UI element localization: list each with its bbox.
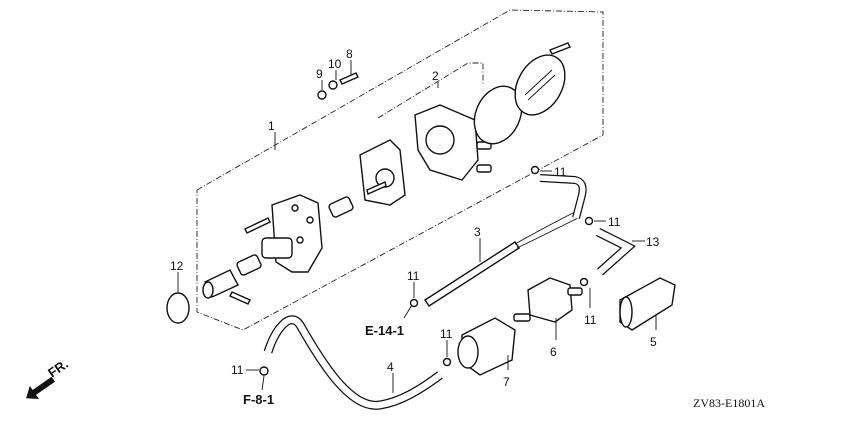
leader-lines [177,60,657,393]
callout-8: 8 [346,47,353,61]
fuel-tube-part[interactable] [424,211,579,307]
callout-4: 4 [387,360,394,374]
bolt-part[interactable] [244,217,271,234]
callout-12: 12 [170,259,184,273]
fuel-hose-part[interactable] [263,315,443,410]
fuel-filter-part[interactable] [513,277,583,323]
callout-13: 13 [646,235,660,249]
front-direction-label: FR. [45,356,71,380]
strainer-part[interactable] [457,317,516,376]
gasket-part[interactable] [465,79,530,152]
washer-part[interactable] [317,90,327,100]
spring-part[interactable] [236,254,262,276]
callout-11: 11 [554,165,567,179]
callout-9: 9 [316,67,323,81]
callout-5: 5 [650,335,657,349]
callout-11: 11 [440,327,453,341]
diaphragm-part[interactable] [359,139,406,206]
callout-11: 11 [407,269,420,283]
callout-2: 2 [432,69,439,83]
hose-clip-part[interactable] [259,366,269,376]
hose-clip-part[interactable] [409,298,419,308]
front-direction-arrow-icon [26,376,55,400]
cover-part[interactable] [505,46,575,123]
o-ring-part[interactable] [166,292,190,324]
plunger-part[interactable] [202,269,239,299]
washer-part[interactable] [328,80,338,90]
callout-7: 7 [503,375,510,389]
reference-e-14-1[interactable]: E-14-1 [365,323,404,338]
hose-part[interactable] [595,227,636,276]
callout-6: 6 [550,345,557,359]
pump-housing-part[interactable] [414,104,492,181]
screw-part[interactable] [549,42,571,55]
reference-f-8-1[interactable]: F-8-1 [243,392,274,407]
callout-11: 11 [584,313,597,327]
bolt-part[interactable] [339,72,359,85]
callout-11: 11 [231,363,244,377]
callout-10: 10 [328,57,342,71]
pump-body-part[interactable] [261,194,323,273]
bent-hose-part[interactable] [539,174,587,220]
subassembly-outline [377,62,484,119]
hose-clip-part[interactable] [584,216,594,226]
filter-cover-part[interactable] [619,277,676,331]
hose-clip-part[interactable] [579,277,589,287]
callout-11: 11 [608,215,621,229]
hose-clip-part[interactable] [530,165,540,175]
pin-part[interactable] [229,291,251,305]
callout-3: 3 [474,225,481,239]
hose-clip-part[interactable] [442,357,452,367]
diagram-code: ZV83-E1801A [693,396,765,410]
assembly-outline [196,9,604,331]
spring-part[interactable] [328,196,354,218]
callout-1: 1 [268,119,275,133]
